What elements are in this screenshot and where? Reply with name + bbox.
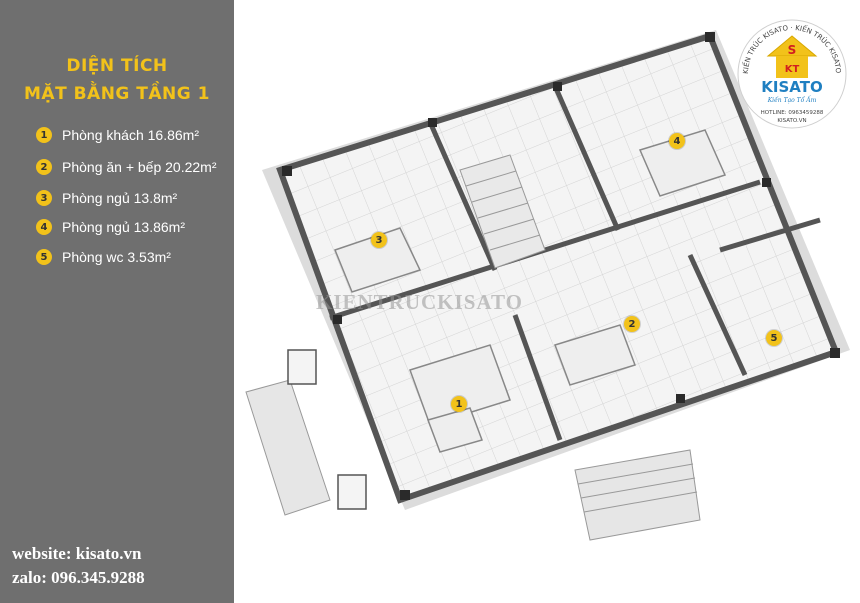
legend-label: Phòng khách 16.86m² [62, 127, 199, 143]
logo-hotline: HOTLINE: 0963459288 [761, 110, 824, 116]
website-text: website: kisato.vn [12, 544, 142, 563]
logo-brand: KISATO [761, 78, 822, 96]
logo-badge-bottom: KT [785, 64, 800, 75]
room-marker-3: 3 [371, 232, 387, 248]
room-marker-1: 1 [451, 396, 467, 412]
kisato-logo: KIẾN TRÚC KISATO · KIẾN TRÚC KISATO S KT… [737, 19, 847, 129]
logo-badge-top: S [788, 43, 797, 57]
logo-slogan: Kiến Tạo Tổ Ấm [767, 96, 817, 104]
title-line-1: DIỆN TÍCH [66, 56, 168, 76]
legend-label: Phòng ngủ 13.86m² [62, 219, 185, 235]
title-line-2: MẶT BẰNG TẦNG 1 [24, 84, 210, 104]
zalo-text: zalo: 096.345.9288 [12, 568, 145, 587]
legend-label: Phòng ăn + bếp 20.22m² [62, 159, 217, 175]
number-marker-icon: 5 [36, 249, 52, 265]
legend-item-5: 5 Phòng wc 3.53m² [36, 246, 171, 268]
legend-label: Phòng ngủ 13.8m² [62, 190, 178, 206]
number-marker-icon: 4 [36, 219, 52, 235]
house-logo-icon [766, 35, 818, 78]
room-marker-5: 5 [766, 330, 782, 346]
legend-item-4: 4 Phòng ngủ 13.86m² [36, 216, 185, 238]
legend-item-2: 2 Phòng ăn + bếp 20.22m² [36, 156, 217, 178]
room-marker-4: 4 [669, 133, 685, 149]
room-marker-2: 2 [624, 316, 640, 332]
number-marker-icon: 3 [36, 190, 52, 206]
number-marker-icon: 1 [36, 127, 52, 143]
legend-item-3: 3 Phòng ngủ 13.8m² [36, 187, 177, 209]
legend-label: Phòng wc 3.53m² [62, 249, 171, 265]
floor-plan-illustration [245, 30, 850, 541]
legend-item-1: 1 Phòng khách 16.86m² [36, 124, 199, 146]
watermark-text: KIENTRUCKISATO [316, 290, 523, 314]
sidebar-panel: DIỆN TÍCH MẶT BẰNG TẦNG 1 1 Phòng khách … [0, 0, 234, 603]
number-marker-icon: 2 [36, 159, 52, 175]
logo-site: KISATO.VN [777, 118, 806, 124]
